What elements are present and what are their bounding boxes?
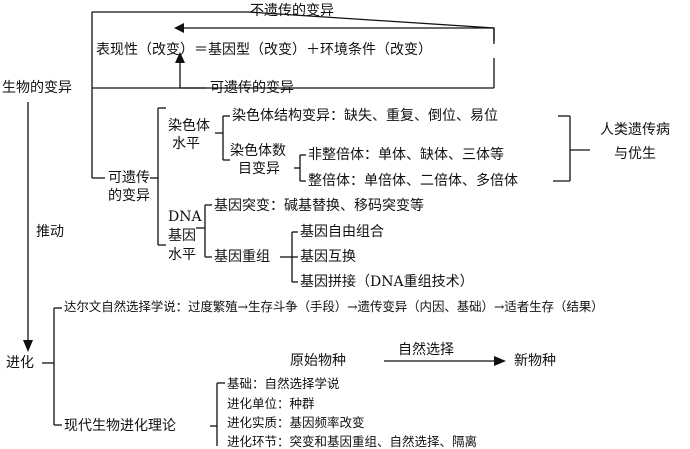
modern-theory-item: 进化单位：种群 xyxy=(227,396,315,411)
heritable-variation-middle: 可遗传的变异 xyxy=(210,80,294,96)
modern-theory-item: 进化实质：基因频率改变 xyxy=(227,415,365,430)
dna-level-line2: 基因 xyxy=(168,228,196,244)
drive-label: 推动 xyxy=(36,224,64,240)
modern-theory-item: 基础：自然选择学说 xyxy=(227,376,340,391)
chromosome-level-line1: 染色体 xyxy=(168,118,210,134)
gene-mutation-item: 基因突变：碱基替换、移码突变等 xyxy=(214,198,424,214)
dna-level-line1: DNA xyxy=(168,209,202,225)
chromosome-number-label-line1: 染色体数 xyxy=(230,143,286,159)
aneuploid-item: 非整倍体：单体、缺体、三体等 xyxy=(308,147,504,163)
recombination-item: 基因互换 xyxy=(300,249,356,265)
heritable-label-line2: 的变异 xyxy=(108,188,150,204)
recombination-item: 基因拼接（DNA重组技术） xyxy=(300,274,474,290)
original-species: 原始物种 xyxy=(290,353,346,369)
evolution-label: 进化 xyxy=(6,355,34,371)
phenotype-equation: 表现性（改变）＝基因型（改变）＋环境条件（改变） xyxy=(96,42,432,58)
root-biological-variation: 生物的变异 xyxy=(2,80,72,96)
new-species: 新物种 xyxy=(514,353,556,369)
natural-selection-label: 自然选择 xyxy=(398,342,454,358)
chromosome-structure-variation: 染色体结构变异：缺失、重复、倒位、易位 xyxy=(232,108,498,124)
gene-recombination-label: 基因重组 xyxy=(214,249,270,265)
human-genetic-disease-line2: 与优生 xyxy=(614,146,656,162)
non-heritable-variation-top: 不遗传的变异 xyxy=(250,3,334,19)
darwin-theory: 达尔文自然选择学说：过度繁殖→生存斗争（手段）→遗传变异（内因、基础）→适者生存… xyxy=(64,299,604,314)
heritable-label-line1: 可遗传 xyxy=(108,170,150,186)
chromosome-number-label-line2: 目变异 xyxy=(238,161,280,177)
human-genetic-disease-line1: 人类遗传病 xyxy=(600,122,670,138)
modern-theory-item: 进化环节：突变和基因重组、自然选择、隔离 xyxy=(227,434,478,449)
dna-level-line3: 水平 xyxy=(168,247,196,263)
modern-evolution-theory: 现代生物进化理论 xyxy=(64,418,176,434)
chromosome-level-line2: 水平 xyxy=(172,136,200,152)
recombination-item: 基因自由组合 xyxy=(300,224,384,240)
euploid-item: 整倍体：单倍体、二倍体、多倍体 xyxy=(308,173,518,189)
